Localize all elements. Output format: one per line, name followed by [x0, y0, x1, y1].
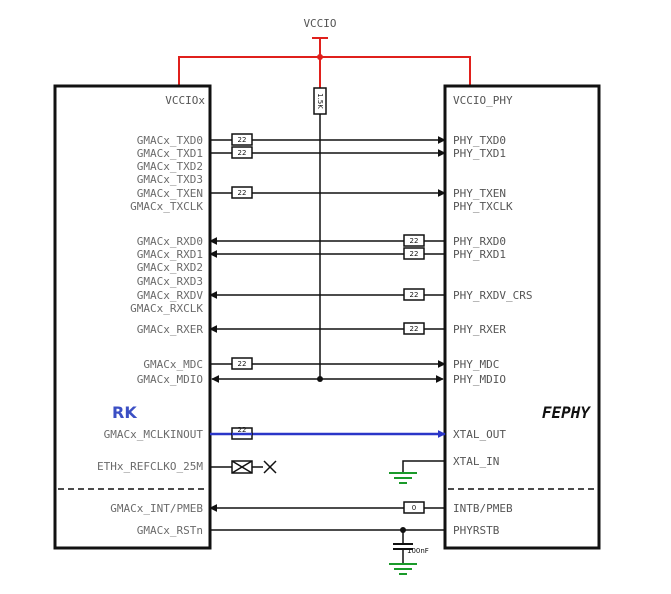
- pin-gmac-rxclk: GMACx_RXCLK: [130, 302, 203, 315]
- reset-signal: 100nF: [210, 527, 445, 575]
- fephy-supply-label: VCCIO_PHY: [453, 94, 513, 107]
- rk-pin-labels: GMACx_TXD0 GMACx_TXD1 GMACx_TXD2 GMACx_T…: [97, 134, 203, 537]
- rx-signals: 22 22 22 22: [209, 234, 445, 335]
- resistor-rxd0: 22: [403, 234, 425, 247]
- svg-text:22: 22: [238, 136, 247, 144]
- resistor-int: 0: [403, 501, 425, 514]
- pin-gmac-int: GMACx_INT/PMEB: [110, 502, 203, 515]
- pullup-resistor: 1.5K: [313, 87, 327, 382]
- resistor-mdc: 22: [231, 357, 253, 370]
- pullup-value: 1.5K: [316, 93, 324, 109]
- pin-phy-txd0: PHY_TXD0: [453, 134, 506, 147]
- pin-phy-txen: PHY_TXEN: [453, 187, 506, 200]
- pin-phyrstb: PHYRSTB: [453, 524, 500, 537]
- pin-gmac-txd3: GMACx_TXD3: [137, 173, 203, 186]
- int-signal: 0: [209, 501, 445, 514]
- mdio-signals: 22: [210, 357, 446, 383]
- refclk-no-connect: [210, 460, 277, 474]
- svg-text:22: 22: [410, 325, 419, 333]
- resistor-mclk: 22: [231, 426, 253, 440]
- pin-gmac-txd2: GMACx_TXD2: [137, 160, 203, 173]
- pin-phy-rxd0: PHY_RXD0: [453, 235, 506, 248]
- pin-gmac-rxdv: GMACx_RXDV: [137, 289, 204, 302]
- capacitor-value: 100nF: [407, 547, 429, 555]
- resistor-rxdv: 22: [403, 288, 425, 301]
- svg-text:22: 22: [238, 149, 247, 157]
- pin-gmac-mdio: GMACx_MDIO: [137, 373, 203, 386]
- power-rail: VCCIO: [178, 17, 471, 88]
- pin-phy-rxdv-crs: PHY_RXDV_CRS: [453, 289, 532, 302]
- pin-eth-refclko: ETHx_REFCLKO_25M: [97, 460, 203, 473]
- fephy-chip-box: [443, 84, 601, 550]
- svg-text:22: 22: [410, 291, 419, 299]
- resistor-txd0: 22: [231, 133, 253, 146]
- wire-xtal-in: [402, 460, 445, 472]
- resistor-rxer: 22: [403, 322, 425, 335]
- svg-text:22: 22: [238, 189, 247, 197]
- svg-text:0: 0: [412, 504, 416, 512]
- rk-supply-label: VCCIOx: [165, 94, 205, 107]
- fephy-chip-name: FEPHY: [542, 403, 592, 422]
- svg-text:22: 22: [238, 360, 247, 368]
- xtal-in-ground: [389, 460, 445, 484]
- pin-phy-mdio: PHY_MDIO: [453, 373, 506, 386]
- vccio-label: VCCIO: [303, 17, 336, 30]
- pin-gmac-txclk: GMACx_TXCLK: [130, 200, 203, 213]
- pin-phy-txclk: PHY_TXCLK: [453, 200, 513, 213]
- pin-phy-mdc: PHY_MDC: [453, 358, 499, 371]
- pin-gmac-rxd1: GMACx_RXD1: [137, 248, 203, 261]
- pin-gmac-txd1: GMACx_TXD1: [137, 147, 203, 160]
- rk-chip-box: [53, 84, 212, 550]
- pin-xtal-out: XTAL_OUT: [453, 428, 506, 441]
- pin-gmac-txen: GMACx_TXEN: [137, 187, 203, 200]
- tx-signals: 22 22 22: [210, 133, 446, 199]
- pin-gmac-rxd2: GMACx_RXD2: [137, 261, 203, 274]
- svg-text:22: 22: [410, 237, 419, 245]
- resistor-txen: 22: [231, 186, 253, 199]
- svg-text:22: 22: [410, 250, 419, 258]
- pin-gmac-mdc: GMACx_MDC: [143, 358, 203, 371]
- pin-gmac-rxd0: GMACx_RXD0: [137, 235, 203, 248]
- pin-gmac-rstn: GMACx_RSTn: [137, 524, 203, 537]
- mclk-signal: 22: [210, 426, 446, 440]
- pin-gmac-txd0: GMACx_TXD0: [137, 134, 203, 147]
- pin-phy-rxer: PHY_RXER: [453, 323, 506, 336]
- pin-intb-pmeb: INTB/PMEB: [453, 502, 513, 515]
- resistor-rxd1: 22: [403, 247, 425, 260]
- resistor-txd1: 22: [231, 146, 253, 159]
- rk-chip-name: RK: [112, 403, 137, 422]
- pin-phy-rxd1: PHY_RXD1: [453, 248, 506, 261]
- pin-gmac-rxd3: GMACx_RXD3: [137, 275, 203, 288]
- pin-gmac-mclkinout: GMACx_MCLKINOUT: [104, 428, 204, 441]
- pin-gmac-rxer: GMACx_RXER: [137, 323, 204, 336]
- vccio-rail-line: [178, 56, 471, 86]
- fephy-pin-labels: PHY_TXD0 PHY_TXD1 PHY_TXEN PHY_TXCLK PHY…: [453, 134, 532, 537]
- pin-xtal-in: XTAL_IN: [453, 455, 499, 468]
- svg-text:22: 22: [238, 426, 247, 434]
- pin-phy-txd1: PHY_TXD1: [453, 147, 506, 160]
